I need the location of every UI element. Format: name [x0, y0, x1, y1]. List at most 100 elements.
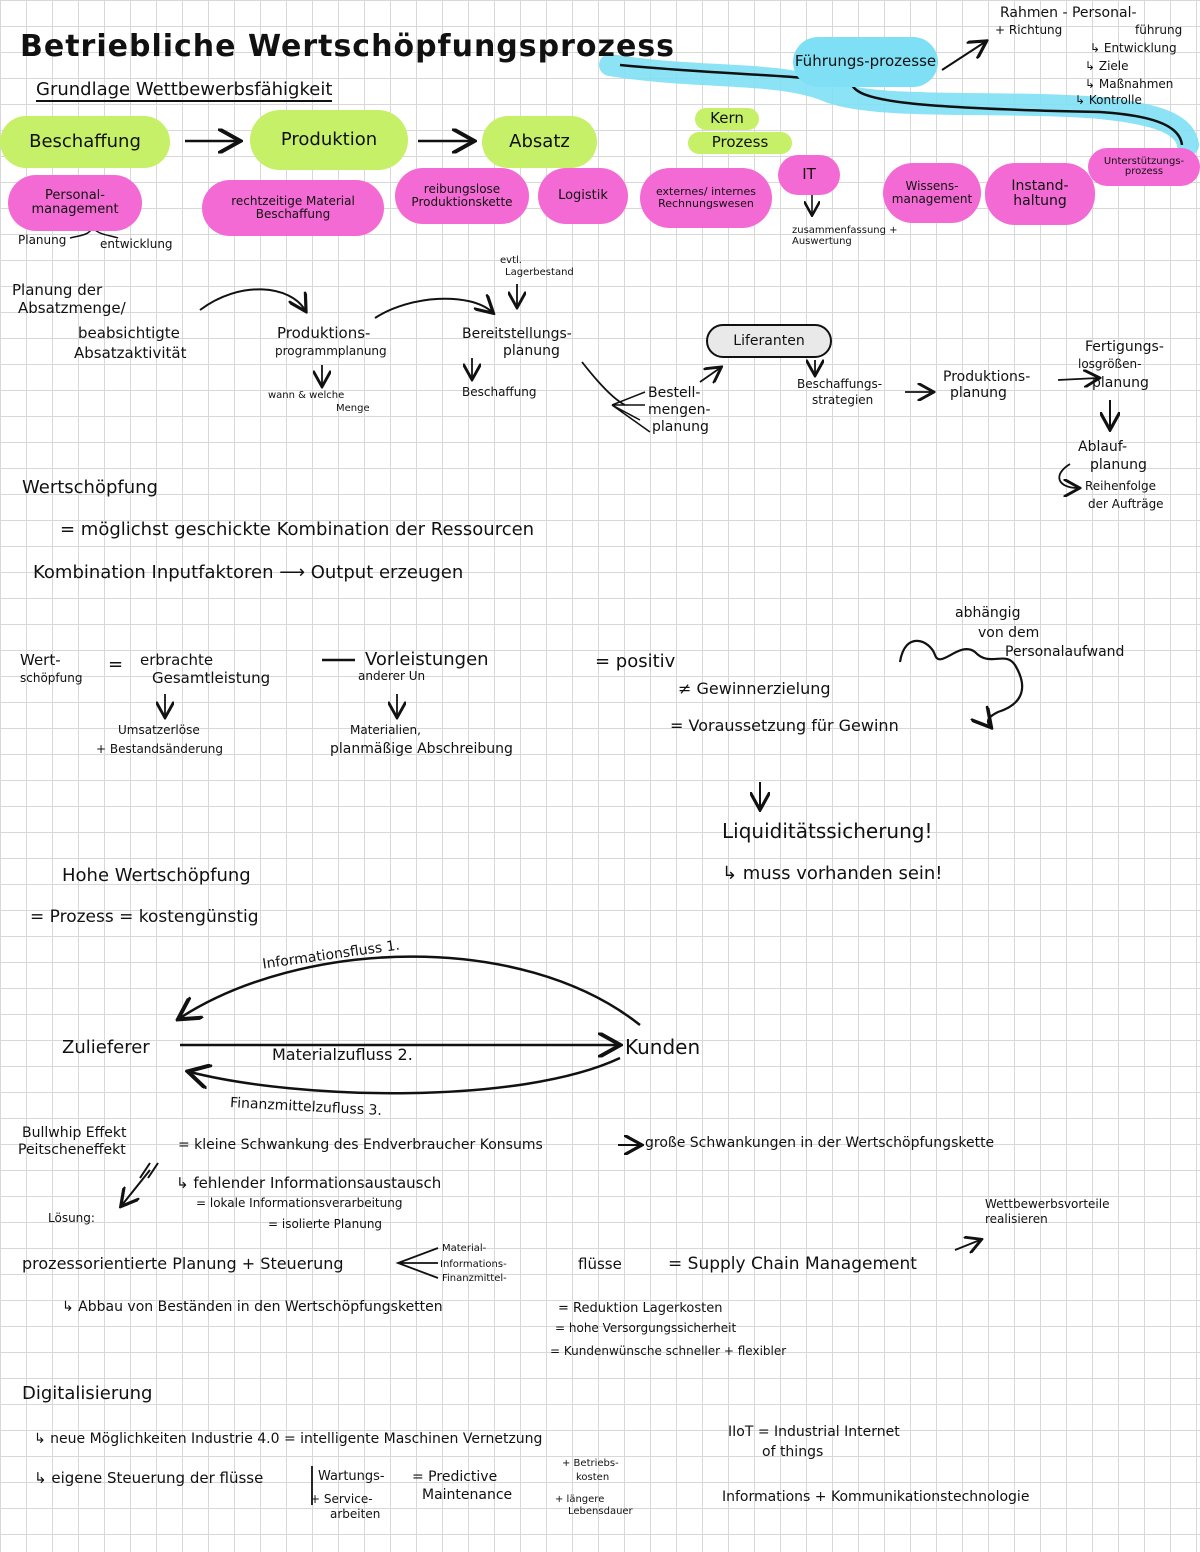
digital-wartung-2: + Service-	[310, 1492, 373, 1506]
arrow-bereit-bestell	[581, 361, 626, 406]
support-rechnungswesen: externes/ internes Rechnungswesen	[640, 168, 772, 228]
fuehrung-note-massnahmen: ↳ Maßnahmen	[1085, 77, 1174, 91]
liquiditaet-muss: ↳ muss vorhanden sein!	[722, 863, 943, 884]
personal-note-entwicklung: entwicklung	[100, 237, 173, 251]
bullwhip-cause-3: = isolierte Planung	[268, 1217, 383, 1231]
fertigung-3: planung	[1092, 375, 1149, 391]
formula-voraussetzung: = Voraussetzung für Gewinn	[670, 716, 899, 735]
liquiditaet-note: Liquiditätssicherung!	[722, 819, 933, 843]
scm-title: = Supply Chain Management	[668, 1254, 917, 1274]
arrow-produktion-bereit	[374, 299, 492, 319]
bullwhip-desc: = kleine Schwankung des Endverbraucher K…	[178, 1137, 543, 1153]
digital-betrieb-1: + Betriebs-	[562, 1458, 619, 1469]
beschaffungsstrategien-1: Beschaffungs-	[797, 377, 883, 391]
formula-positiv: = positiv	[595, 651, 676, 672]
lieferanten-bubble: Liferanten	[706, 324, 832, 358]
slash-marks	[139, 1162, 159, 1179]
fuehrung-note-fuehrung: führung	[1135, 23, 1183, 37]
fertigung-1: Fertigungs-	[1085, 339, 1164, 355]
beschaffungsstrategien-2: strategien	[812, 393, 874, 407]
scm-fluss-material: Material-	[442, 1243, 487, 1254]
bereit-plan-2: planung	[503, 343, 560, 359]
digital-line-2: ↳ eigene Steuerung der flüsse	[34, 1469, 264, 1487]
support-logistik: Logistik	[538, 168, 628, 224]
process-absatz: Absatz	[482, 116, 597, 168]
produktionsplanung-2: planung	[950, 385, 1007, 401]
arrow-bestell-lieferanten	[699, 368, 720, 382]
scm-wettbewerb-1: Wettbewerbsvorteile	[985, 1197, 1110, 1211]
vor-detail-1: Materialien,	[350, 723, 421, 737]
digital-heading: Digitalisierung	[22, 1383, 153, 1404]
fuehrung-note-richtung: + Richtung	[995, 23, 1063, 37]
process-produktion: Produktion	[250, 110, 408, 170]
unterstuetzungsprozess-bubble: Unterstützungs-prozess	[1088, 148, 1200, 186]
scm-benefit-1: = Reduktion Lagerkosten	[558, 1301, 723, 1316]
scm-prozess: prozessorientierte Planung + Steuerung	[22, 1254, 344, 1273]
scm-fluesse-word: flüsse	[578, 1255, 622, 1273]
fuehrung-note-rahmen: Rahmen - Personal-	[1000, 5, 1137, 21]
scm-fluss-info: Informations-	[440, 1259, 507, 1270]
hohe-prozess: = Prozess = kostengünstig	[30, 907, 259, 927]
it-note: zusammenfassung + Auswertung	[792, 225, 898, 247]
bullwhip-cause-2: = lokale Informationsverarbeitung	[196, 1196, 403, 1210]
formula-gewinn: ≠ Gewinnerzielung	[678, 679, 831, 698]
page-title: Betriebliche Wertschöpfungsprozess	[20, 29, 676, 64]
digital-predictive-2: Maintenance	[422, 1487, 513, 1503]
digital-iiot-1: IIoT = Industrial Internet	[728, 1424, 900, 1440]
fuehrung-note-kontrolle: ↳ Kontrolle	[1075, 93, 1142, 107]
support-materialbeschaffung: rechtzeitige Material Beschaffung	[202, 180, 384, 236]
bestell-plan-3: planung	[652, 419, 709, 435]
support-it: IT	[778, 155, 840, 195]
gesamt-detail-1: Umsatzerlöse	[118, 723, 200, 737]
absatz-plan-1: Planung der	[12, 281, 103, 299]
personal-note-planung: Planung	[18, 233, 67, 247]
digital-line-1: ↳ neue Möglichkeiten Industrie 4.0 = int…	[34, 1431, 543, 1447]
flow-kunden: Kunden	[625, 1035, 701, 1059]
vorleistungen-1: Vorleistungen	[365, 649, 489, 670]
produktion-plan-3: wann & welche	[268, 390, 345, 401]
scm-wettbewerb-2: realisieren	[985, 1212, 1048, 1226]
abhaengig-2: von dem	[978, 625, 1040, 641]
ablauf-4: der Aufträge	[1088, 497, 1164, 511]
scm-benefit-3: = Kundenwünsche schneller + flexibler	[550, 1344, 787, 1358]
arrow-scm-wettbewerb	[954, 1240, 980, 1250]
gesamt-detail-2: + Bestandsänderung	[96, 742, 223, 756]
arrow-info-arc	[180, 955, 641, 1026]
absatz-plan-4: Absatzaktivität	[74, 344, 187, 362]
kern-label-1: Kern	[695, 108, 759, 130]
squiggle-abhaengig	[898, 639, 1024, 726]
digital-laenger-1: + längere	[555, 1494, 605, 1505]
produktion-plan-2: programmplanung	[275, 344, 387, 358]
produktion-plan-1: Produktions-	[277, 324, 371, 342]
arrow-produktion-fertigung	[1057, 378, 1098, 380]
bereit-beschaffung: Beschaffung	[462, 385, 537, 399]
gesamt-2: Gesamtleistung	[152, 669, 271, 687]
gesamt-1: erbrachte	[140, 651, 214, 669]
digital-predictive-1: = Predictive	[412, 1469, 498, 1485]
bereit-evtl: evtl.	[500, 255, 522, 266]
bereit-plan-1: Bereitstellungs-	[462, 326, 572, 342]
ablauf-2: planung	[1090, 457, 1147, 473]
support-wissensmanagement: Wissens-management	[883, 163, 981, 223]
bullwhip-title-2: Peitscheneffekt	[18, 1142, 126, 1158]
scm-benefit-2: = hohe Versorgungssicherheit	[555, 1321, 737, 1335]
abhaengig-1: abhängig	[955, 605, 1021, 621]
flow-material-label: Materialzufluss 2.	[272, 1045, 413, 1064]
arrow-loesung	[122, 1169, 151, 1205]
bullwhip-loesung: Lösung:	[48, 1211, 95, 1225]
scm-abbau: ↳ Abbau von Beständen in den Wertschöpfu…	[62, 1299, 443, 1315]
vorleistungen-2: anderer Un	[358, 669, 426, 683]
process-beschaffung: Beschaffung	[0, 116, 170, 168]
digital-ikt: Informations + Kommunikationstechnologie	[722, 1489, 1030, 1505]
digital-laenger-2: Lebensdauer	[568, 1506, 633, 1517]
scm-fluss-finanz: Finanzmittel-	[442, 1273, 507, 1284]
support-personalmanagement: Personal-management	[8, 175, 142, 231]
fuehrung-note-entwicklung: ↳ Entwicklung	[1090, 41, 1177, 55]
ablauf-1: Ablauf-	[1078, 439, 1128, 455]
digital-wartung-3: arbeiten	[330, 1507, 381, 1521]
arrow-finanz-arc	[190, 1056, 621, 1095]
bullwhip-cause-1: ↳ fehlender Informationsaustausch	[176, 1174, 442, 1192]
digital-wartung-1: Wartungs-	[318, 1469, 385, 1484]
fuehrung-note-ziele: ↳ Ziele	[1085, 59, 1129, 73]
produktionsplanung-1: Produktions-	[943, 369, 1031, 385]
